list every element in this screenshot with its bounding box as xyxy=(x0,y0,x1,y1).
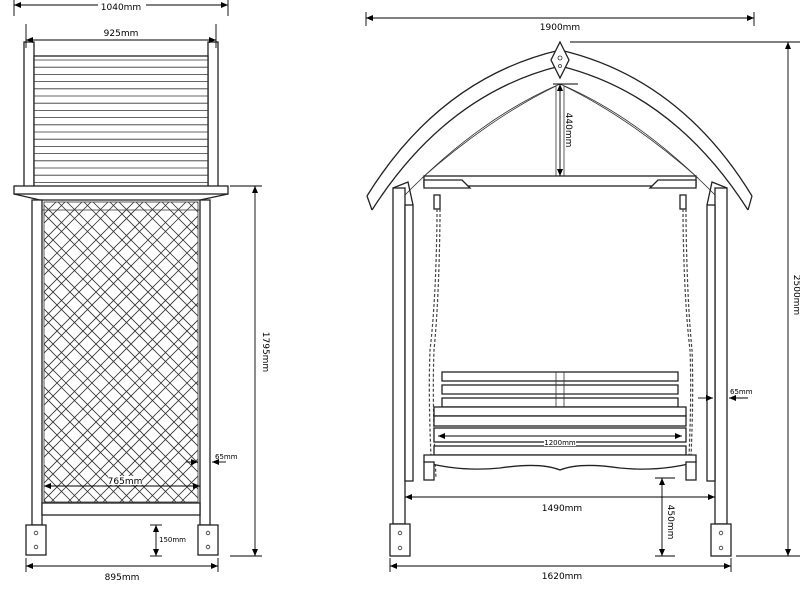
lattice-strip xyxy=(44,256,198,412)
lattice-strip xyxy=(44,202,161,319)
side-base-height-label: 150mm xyxy=(159,536,186,544)
side-base-width-label: 895mm xyxy=(105,573,140,583)
lattice-strip xyxy=(109,202,198,291)
side-roof-width-label: 925mm xyxy=(104,29,139,39)
lattice-strip xyxy=(145,449,198,502)
lattice-strip xyxy=(44,447,99,502)
lattice-strip xyxy=(44,395,151,502)
front-crossbeam xyxy=(423,175,697,189)
lattice-strip xyxy=(44,250,198,406)
lattice-strip xyxy=(44,369,177,502)
lattice-strip xyxy=(44,438,108,502)
lattice-strip xyxy=(67,371,198,502)
lattice-strip xyxy=(44,202,135,293)
front-swing-seat xyxy=(423,371,697,481)
lattice-strip xyxy=(44,224,198,380)
lattice-strip xyxy=(44,202,57,215)
front-dimensions: 1900mm 440mm 2500mm 65mm 1200mm 1490mm xyxy=(365,12,800,582)
lattice-strip xyxy=(92,202,198,308)
lattice-strip xyxy=(44,202,109,267)
lattice-strip xyxy=(44,386,160,502)
lattice-strip xyxy=(44,328,198,484)
lattice-strip xyxy=(44,239,198,395)
lattice-strip xyxy=(44,265,198,421)
lattice-strip xyxy=(50,354,198,502)
lattice-strip xyxy=(44,412,134,502)
side-width-label: 1040mm xyxy=(101,3,141,13)
front-base-width-label: 1620mm xyxy=(542,572,582,582)
lattice-strip xyxy=(0,202,20,502)
front-seat-width-label: 1200mm xyxy=(544,439,576,447)
lattice-strip xyxy=(44,213,198,369)
lattice-strip xyxy=(44,202,170,328)
front-swing-width-label: 1490mm xyxy=(542,504,582,514)
front-feet xyxy=(389,523,732,557)
lattice-strip xyxy=(0,202,13,502)
lattice-strip xyxy=(102,406,198,502)
lattice-strip xyxy=(0,202,4,502)
lattice-strip xyxy=(144,202,198,256)
front-width-label: 1900mm xyxy=(540,23,580,33)
lattice-strip xyxy=(44,215,198,371)
lattice-strip xyxy=(44,291,198,447)
side-posts xyxy=(31,199,211,526)
lattice-strip xyxy=(44,302,198,458)
side-height-label: 1795mm xyxy=(260,332,270,372)
lattice-strip xyxy=(44,202,196,354)
side-roof xyxy=(13,41,229,201)
side-dimensions: 1040mm 925mm 1795mm 765mm 65mm 150mm xyxy=(13,0,270,583)
front-roof xyxy=(366,40,753,211)
lattice-strip xyxy=(66,202,198,334)
front-view: 1900mm 440mm 2500mm 65mm 1200mm 1490mm xyxy=(365,12,800,582)
front-post-thickness-label: 65mm xyxy=(730,388,753,396)
lattice-strip xyxy=(44,334,198,490)
side-lattice xyxy=(0,201,199,503)
lattice-strip xyxy=(44,202,144,302)
lattice-strip xyxy=(0,202,30,502)
front-seat-height-label: 450mm xyxy=(665,505,675,540)
lattice-strip xyxy=(44,282,198,438)
lattice-strip xyxy=(118,202,198,282)
lattice-strip xyxy=(44,202,118,276)
side-lattice-width-label: 765mm xyxy=(108,477,143,487)
lattice-strip xyxy=(44,202,187,345)
lattice-strip xyxy=(44,319,198,475)
lattice-strip xyxy=(44,360,186,502)
lattice-strip xyxy=(93,397,198,502)
front-roof-height-label: 440mm xyxy=(563,113,573,148)
lattice-strip xyxy=(44,204,198,360)
lattice-strip xyxy=(44,421,125,502)
lattice-strip xyxy=(44,267,198,423)
side-slat-label: 65mm xyxy=(215,453,238,461)
lattice-strip xyxy=(44,317,198,473)
lattice-strip xyxy=(44,345,198,501)
lattice-strip xyxy=(83,202,198,317)
lattice-strip xyxy=(135,202,198,265)
lattice-strip xyxy=(57,202,198,343)
lattice-strip xyxy=(44,343,198,499)
lattice-strip xyxy=(44,276,198,432)
lattice-strip xyxy=(76,380,198,502)
front-height-label: 2500mm xyxy=(791,275,800,315)
side-feet xyxy=(25,524,219,556)
lattice-strip xyxy=(44,241,198,397)
lattice-strip xyxy=(44,308,198,464)
lattice-strip xyxy=(0,202,3,502)
lattice-strip xyxy=(44,293,198,449)
lattice-strip xyxy=(44,230,198,386)
lattice-strip xyxy=(119,423,198,502)
lattice-strip xyxy=(44,490,56,502)
lattice-strip xyxy=(128,432,198,502)
lattice-strip xyxy=(0,202,29,502)
front-posts xyxy=(392,181,728,525)
side-view: 1040mm 925mm 1795mm 765mm 65mm 150mm xyxy=(0,0,270,583)
